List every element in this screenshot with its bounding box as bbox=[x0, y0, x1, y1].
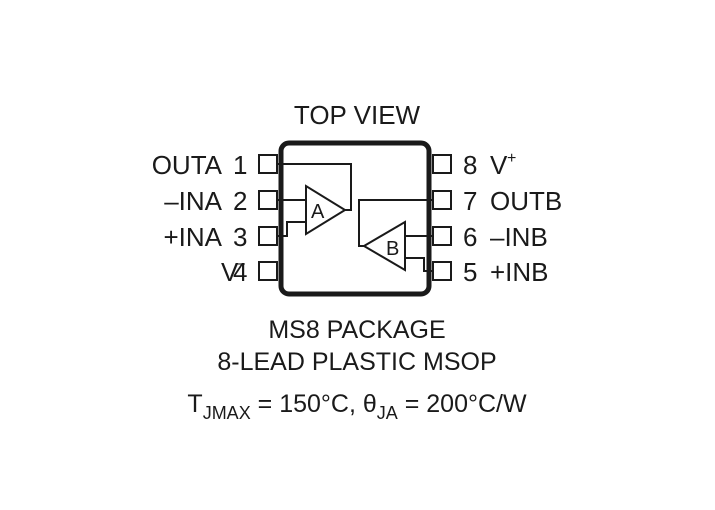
amp-b-label: B bbox=[386, 238, 399, 260]
pin-4-name-sup: – bbox=[236, 255, 245, 272]
package-body bbox=[278, 140, 432, 297]
pin-8-box bbox=[432, 154, 452, 174]
pin-8-name-sup: + bbox=[507, 150, 516, 167]
pin-1-box bbox=[258, 154, 278, 174]
pin-5-number: 5 bbox=[463, 257, 477, 287]
amp-a-label: A bbox=[311, 201, 325, 223]
thermal-theta-value: = 200°C/W bbox=[398, 390, 527, 418]
pin-7-name: OUTB bbox=[490, 186, 562, 216]
thermal-t: T bbox=[187, 390, 202, 418]
thermal-t-value: = 150°C, bbox=[251, 390, 363, 418]
pin-7-number: 7 bbox=[463, 186, 477, 216]
pin-1-name: OUTA bbox=[152, 150, 223, 180]
pin-6-box bbox=[432, 226, 452, 246]
thermal-theta-sub: JA bbox=[377, 403, 398, 423]
pin-5-name: +INB bbox=[490, 257, 549, 287]
pin-1-number: 1 bbox=[233, 150, 247, 180]
pin-8-name: V bbox=[490, 150, 508, 180]
pin-2-number: 2 bbox=[233, 186, 247, 216]
pin-4-number: 4 bbox=[233, 257, 247, 287]
pin-3-name: +INA bbox=[163, 222, 222, 252]
package-name: MS8 PACKAGE bbox=[268, 316, 445, 344]
pin-2-box bbox=[258, 190, 278, 210]
pin-6-name: –INB bbox=[490, 222, 548, 252]
pin-6-number: 6 bbox=[463, 222, 477, 252]
package-description: 8-LEAD PLASTIC MSOP bbox=[217, 348, 496, 376]
thermal-spec: TJMAX = 150°C, θJA = 200°C/W bbox=[187, 390, 527, 423]
thermal-t-sub: JMAX bbox=[203, 403, 251, 423]
amp-b-noninverting-wire bbox=[405, 257, 433, 272]
amp-a-output-wire bbox=[277, 163, 352, 211]
amp-b-triangle bbox=[362, 220, 406, 272]
thermal-theta: θ bbox=[363, 390, 377, 418]
pin-7-box bbox=[432, 190, 452, 210]
pin-4-box bbox=[258, 261, 278, 281]
amp-a-triangle bbox=[305, 184, 347, 236]
pin-5-box bbox=[432, 261, 452, 281]
pin-8-number: 8 bbox=[463, 150, 477, 180]
pin-2-name: –INA bbox=[164, 186, 222, 216]
pin-3-box bbox=[258, 226, 278, 246]
amp-a-noninverting-wire bbox=[277, 221, 306, 237]
amp-b-output-wire bbox=[358, 199, 433, 247]
pin-4-name: V bbox=[221, 257, 239, 287]
diagram-title: TOP VIEW bbox=[294, 100, 421, 130]
pin-3-number: 3 bbox=[233, 222, 247, 252]
